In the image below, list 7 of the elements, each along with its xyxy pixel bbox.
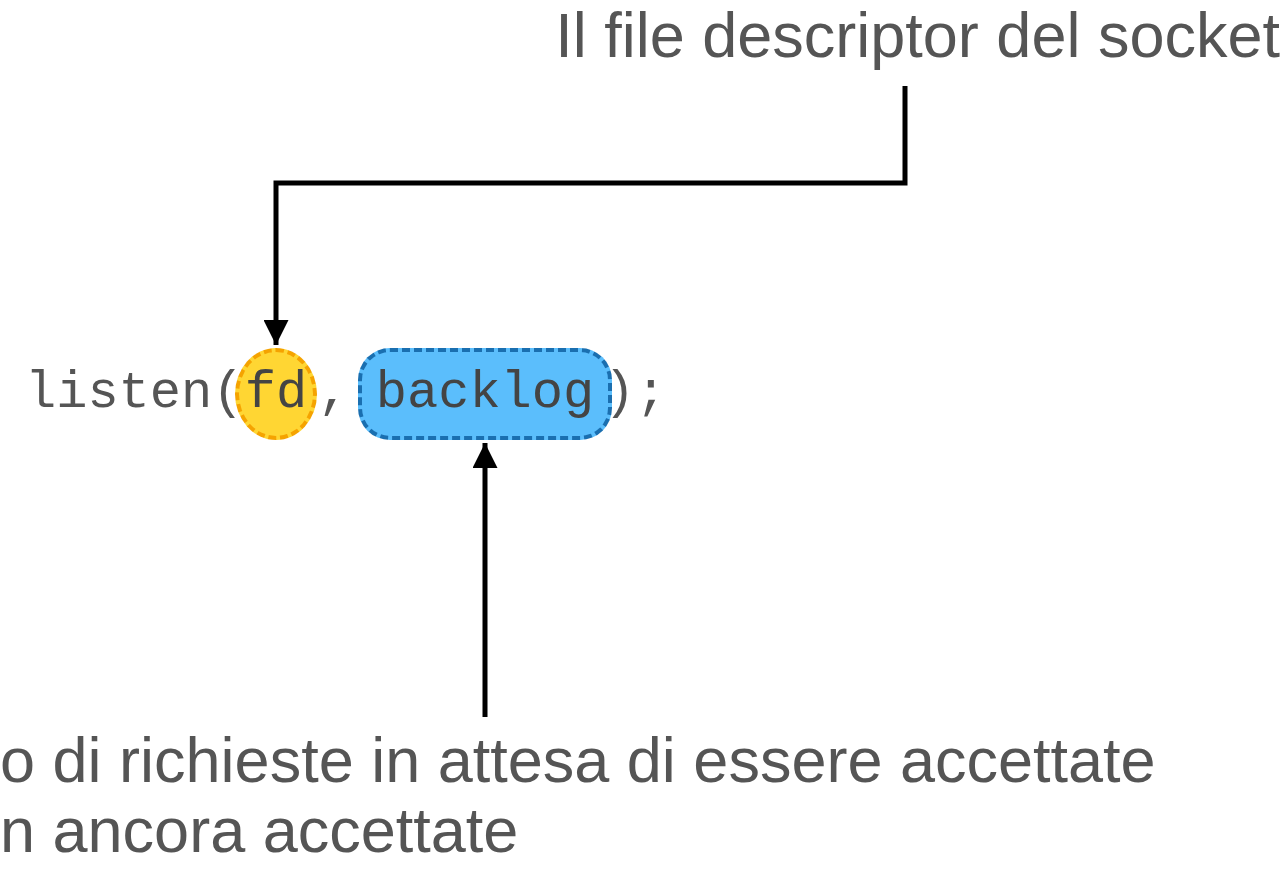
highlight-circle: fd bbox=[235, 348, 317, 440]
code-text: , bbox=[318, 364, 350, 424]
arrow bbox=[263, 86, 908, 345]
arrow bbox=[472, 443, 498, 717]
callout-text: o di richieste in attesa di essere accettate n ancora accettate bbox=[0, 725, 1180, 865]
callout-text: Il file descriptor del socket bbox=[530, 0, 1280, 70]
highlight-box: backlog bbox=[358, 348, 612, 440]
